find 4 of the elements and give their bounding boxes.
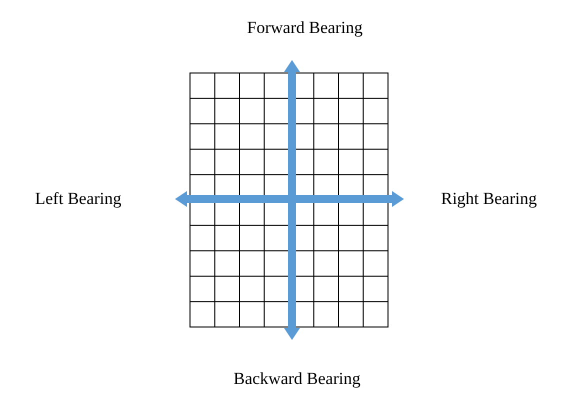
direction-label: Forward Bearing xyxy=(247,18,363,38)
direction-label: Right Bearing xyxy=(441,189,537,209)
direction-label: Left Bearing xyxy=(35,189,122,209)
direction-label: Backward Bearing xyxy=(234,369,360,389)
